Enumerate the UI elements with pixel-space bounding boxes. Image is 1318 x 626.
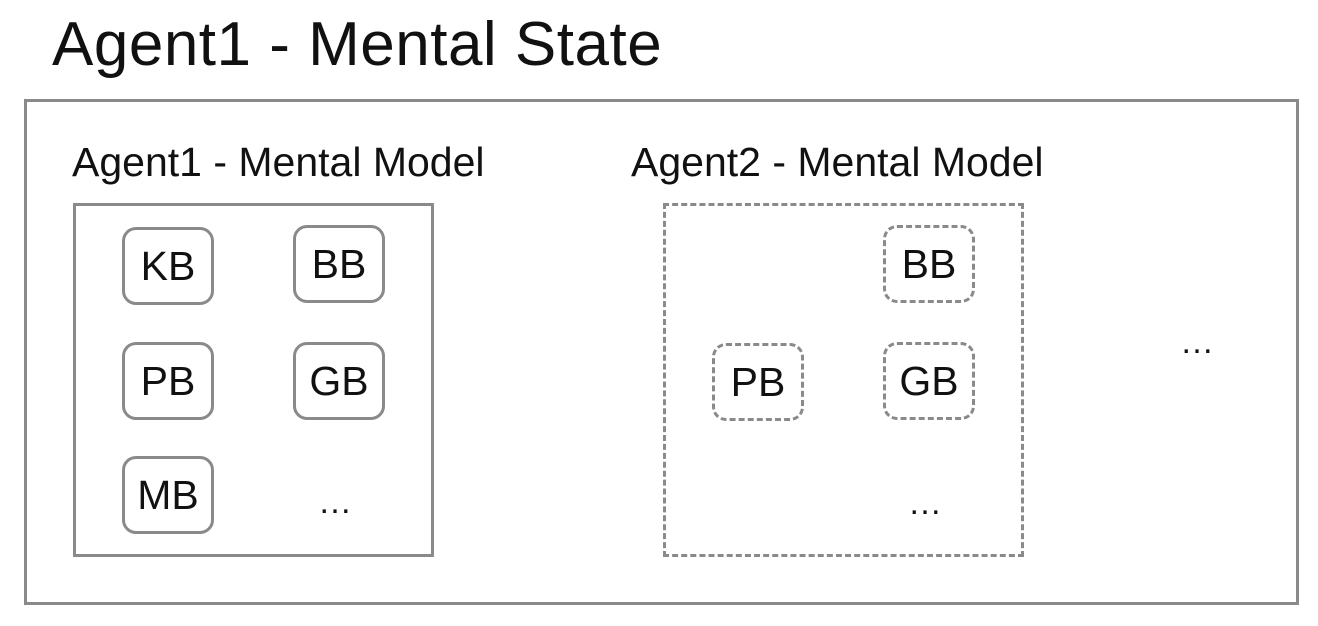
- agent1-pb-box: PB: [122, 342, 214, 420]
- agent2-model-box: [663, 203, 1024, 557]
- agent1-bb-box: BB: [293, 225, 385, 303]
- agent1-kb-box: KB: [122, 227, 214, 305]
- agent2-model-label: Agent2 - Mental Model: [631, 139, 1044, 185]
- agent2-pb-box: PB: [712, 343, 804, 421]
- agent1-more-ellipsis: …: [318, 483, 354, 521]
- agent2-more-ellipsis: …: [908, 484, 944, 522]
- agent2-bb-box: BB: [883, 225, 975, 303]
- diagram-title: Agent1 - Mental State: [52, 10, 663, 79]
- more-models-ellipsis: …: [1180, 323, 1216, 361]
- agent1-model-label: Agent1 - Mental Model: [72, 139, 485, 185]
- agent1-model-box: [73, 203, 434, 557]
- agent2-gb-box: GB: [883, 342, 975, 420]
- agent1-gb-box: GB: [293, 342, 385, 420]
- agent1-mb-box: MB: [122, 456, 214, 534]
- mental-state-container: [24, 99, 1299, 605]
